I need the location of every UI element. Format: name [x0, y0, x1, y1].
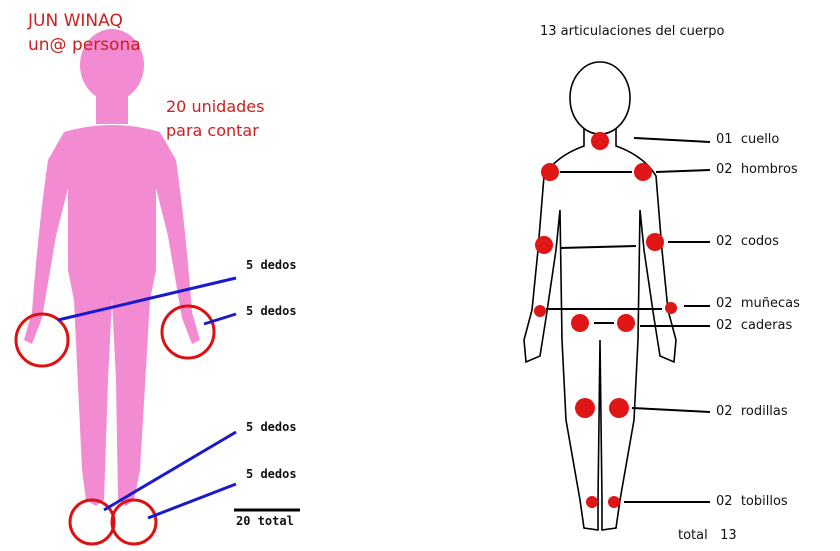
- joint-count: 02: [716, 494, 733, 509]
- joint-count: 02: [716, 234, 733, 249]
- joint-name: hombros: [741, 162, 798, 177]
- joint-row-cuello: 01 cuello: [716, 132, 779, 147]
- joint-count: 01: [716, 132, 733, 147]
- joint-count: 02: [716, 162, 733, 177]
- right-title: 13 articulaciones del cuerpo: [540, 24, 724, 39]
- total-label: 20 total: [236, 514, 294, 528]
- joint-name: rodillas: [741, 404, 788, 419]
- joint-row-rodillas: 02 rodillas: [716, 404, 788, 419]
- joint-count: 02: [716, 296, 733, 311]
- joint-row-codos: 02 codos: [716, 234, 779, 249]
- joint-name: cuello: [741, 132, 780, 147]
- joint-markers: [534, 132, 677, 508]
- finger-label-right-hand: 5 dedos: [246, 258, 297, 272]
- joint-count: 02: [716, 318, 733, 333]
- finger-label-right-foot: 5 dedos: [246, 467, 297, 481]
- right-foot-circle: [112, 500, 156, 544]
- left-title-line1: JUN WINAQ: [28, 10, 123, 32]
- joint-row-caderas: 02 caderas: [716, 318, 792, 333]
- joint-total: total 13: [678, 528, 737, 543]
- joint-name: codos: [741, 234, 779, 249]
- joint-total-word: total: [678, 528, 708, 543]
- joint-name: caderas: [741, 318, 792, 333]
- left-title-line2: un@ persona: [28, 34, 141, 56]
- joint-name: tobillos: [741, 494, 788, 509]
- joint-row-hombros: 02 hombros: [716, 162, 798, 177]
- joint-name: muñecas: [741, 296, 800, 311]
- joint-row-munecas: 02 muñecas: [716, 296, 800, 311]
- joint-total-value: 13: [720, 528, 737, 543]
- left-subtitle-line2: para contar: [166, 120, 259, 141]
- joint-row-tobillos: 02 tobillos: [716, 494, 788, 509]
- finger-label-left-hand: 5 dedos: [246, 304, 297, 318]
- joint-count: 02: [716, 404, 733, 419]
- left-hand-circle: [16, 314, 68, 366]
- left-subtitle-line1: 20 unidades: [166, 96, 264, 117]
- finger-label-left-foot: 5 dedos: [246, 420, 297, 434]
